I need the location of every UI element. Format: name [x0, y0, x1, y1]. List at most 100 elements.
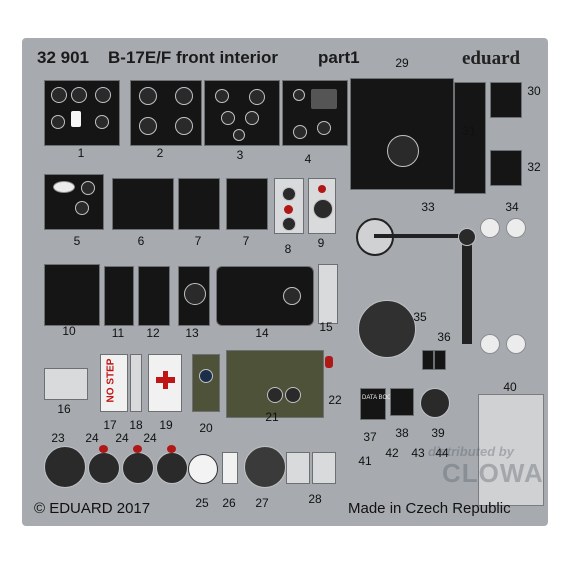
gauge	[175, 117, 193, 135]
gauge	[51, 115, 65, 129]
gauge	[249, 89, 265, 105]
label-19: 19	[159, 418, 173, 432]
gauge	[139, 117, 157, 135]
label-43: 43	[411, 446, 425, 460]
gauge	[221, 111, 235, 125]
part-34-boss-c	[480, 334, 500, 354]
label-44: 44	[435, 446, 449, 460]
part-35-dial	[358, 300, 416, 358]
label-7a: 7	[194, 234, 202, 248]
part-36-lamp-a	[422, 350, 434, 370]
gauge	[233, 129, 245, 141]
gauge	[285, 387, 301, 403]
label-37: 37	[363, 430, 377, 444]
label-31: 31	[462, 124, 476, 138]
label-11: 11	[111, 326, 125, 340]
label-30: 30	[527, 84, 541, 98]
label-20: 20	[199, 421, 213, 435]
part-39-gauge	[420, 388, 450, 418]
part-33-arm-side	[462, 234, 472, 344]
gauge	[175, 87, 193, 105]
label-24a: 24	[85, 431, 99, 445]
part-10-panel	[44, 264, 100, 326]
label-33: 33	[421, 200, 435, 214]
part-29-panel	[350, 78, 454, 190]
part-3-panel	[204, 80, 280, 146]
brand-logo: eduard	[462, 48, 521, 69]
red-knob	[99, 445, 108, 453]
part-38-panel	[390, 388, 414, 416]
part-23-gauge	[44, 446, 86, 488]
origin-text: Made in Czech Republic	[348, 500, 511, 517]
part-11-panel	[104, 266, 134, 326]
label-8: 8	[284, 242, 292, 256]
gauge	[282, 187, 296, 201]
part-2-panel	[130, 80, 202, 146]
gauge	[293, 125, 307, 139]
label-38: 38	[395, 426, 409, 440]
set-title: B-17E/F front interior	[108, 48, 279, 67]
label-26: 26	[222, 496, 236, 510]
part-27-gauge	[244, 446, 286, 488]
gauge	[317, 121, 331, 135]
part-31-panel	[454, 82, 486, 194]
label-18: 18	[129, 418, 143, 432]
gauge	[75, 201, 89, 215]
part-34-boss-b	[506, 218, 526, 238]
part-33-hub	[458, 228, 476, 246]
label-22: 22	[328, 393, 342, 407]
gauge	[139, 87, 157, 105]
gauge	[267, 387, 283, 403]
part-16-panel	[44, 368, 88, 400]
red-cross-horizontal	[156, 377, 175, 383]
label-40: 40	[503, 380, 517, 394]
part-20-panel	[192, 354, 220, 412]
part-34-boss-d	[506, 334, 526, 354]
part-8-panel	[274, 178, 304, 234]
label-24c: 24	[143, 431, 157, 445]
label-1: 1	[77, 146, 85, 160]
label-35: 35	[413, 310, 427, 324]
label-16: 16	[57, 402, 71, 416]
part-9-panel	[308, 178, 336, 234]
label-9: 9	[317, 236, 325, 250]
part-19-placard	[148, 354, 182, 412]
part-6-panel	[112, 178, 174, 230]
gauge	[283, 287, 301, 305]
label-4: 4	[304, 152, 312, 166]
part-13-panel	[178, 266, 210, 326]
label-7b: 7	[242, 234, 250, 248]
part-28-panel-b	[312, 452, 336, 484]
part-18-strip	[130, 354, 142, 412]
label-3: 3	[236, 148, 244, 162]
warning-light	[318, 185, 326, 193]
gauge	[199, 369, 213, 383]
red-knob	[167, 445, 176, 453]
label-15: 15	[319, 320, 333, 334]
label-29: 29	[395, 56, 409, 70]
gauge	[245, 111, 259, 125]
part-15-panel	[318, 264, 338, 324]
part-7-panel-b	[226, 178, 268, 230]
label-12: 12	[146, 326, 160, 340]
part-12-panel	[138, 266, 170, 326]
label-25: 25	[195, 496, 209, 510]
label-14: 14	[255, 326, 269, 340]
copyright-text: © EDUARD 2017	[34, 500, 151, 517]
part-7-panel-a	[178, 178, 220, 230]
part-26-plate	[222, 452, 238, 484]
label-2: 2	[156, 146, 164, 160]
part-25-gauge	[188, 454, 218, 484]
gauge	[51, 87, 67, 103]
indicator-plate	[71, 111, 81, 127]
gauge	[215, 89, 229, 103]
gauge	[95, 87, 111, 103]
data-book-text: DATA BOOK	[362, 395, 396, 401]
part-5-panel	[44, 174, 104, 230]
gauge	[313, 199, 333, 219]
part-14-panel	[216, 266, 314, 326]
label-42: 42	[385, 446, 399, 460]
gauge	[81, 181, 95, 195]
part-1-panel	[44, 80, 120, 146]
label-13: 13	[185, 326, 199, 340]
